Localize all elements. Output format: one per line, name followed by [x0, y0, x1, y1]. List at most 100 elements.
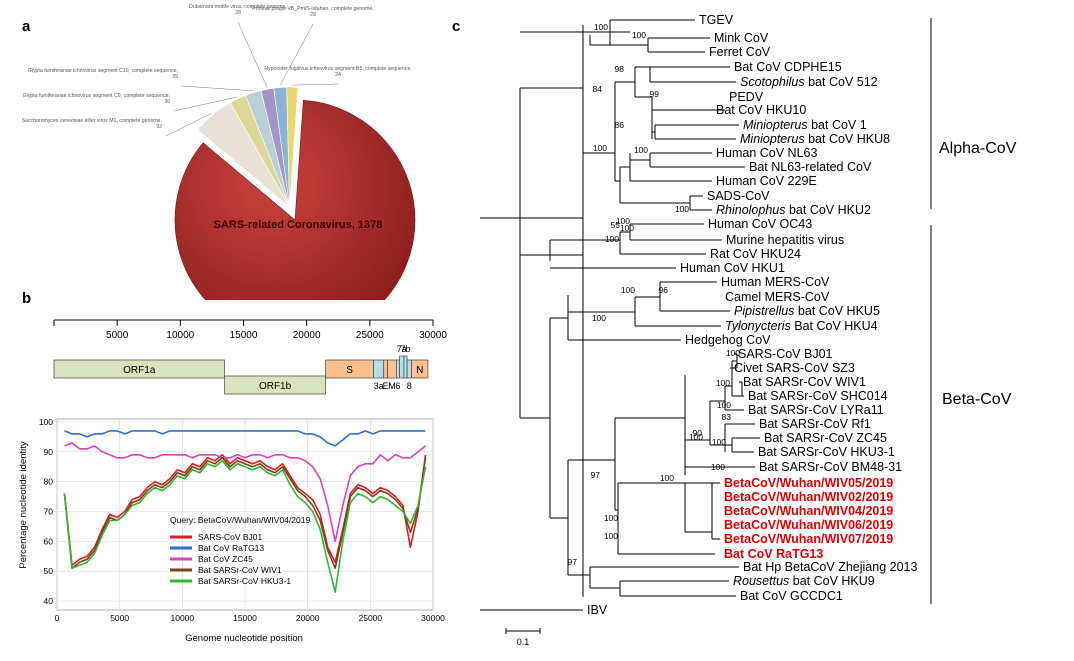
bootstrap-value: 100 — [593, 143, 607, 153]
tree-leaf-label: IBV — [587, 603, 608, 617]
pie-label-line: Proteus phage VB_PmiS-Isfahan, complete … — [252, 6, 374, 12]
tree-leaf-part: BetaCoV/Wuhan/WIV06/2019 — [724, 518, 893, 532]
tree-leaf-part: SARS-CoV BJ01 — [738, 347, 833, 361]
genome-tick-label: 30000 — [419, 330, 447, 341]
clade-label-alpha: Alpha-CoV — [939, 140, 1017, 157]
tree-leaf-label: TGEV — [699, 13, 734, 27]
y-tick-label: 70 — [44, 507, 54, 517]
legend-title: Query: BetaCoV/Wuhan/WIV04/2019 — [170, 515, 310, 525]
tree-leaf-label: BetaCoV/Wuhan/WIV06/2019 — [724, 518, 893, 532]
pie-slice-main — [174, 99, 416, 300]
tree-leaf-label: PEDV — [729, 90, 764, 104]
tree-leaf-part: Bat CoV HKU10 — [716, 103, 806, 117]
bootstrap-value: 97 — [568, 557, 578, 567]
orf-box-3a — [373, 359, 385, 379]
bootstrap-value: 100 — [712, 437, 726, 447]
x-tick-label: 0 — [55, 613, 60, 623]
tree-leaf-part: Hedgehog CoV — [685, 333, 771, 347]
tree-leaf-label: Human CoV 229E — [716, 174, 817, 188]
tree-leaf-part: Bat SARSr-CoV SHC014 — [748, 389, 888, 403]
tree-leaf-label: Murine hepatitis virus — [726, 233, 844, 247]
tree-leaf-label: Bat SARSr-CoV BM48-31 — [759, 460, 902, 474]
bootstrap-value: 55 — [611, 220, 621, 230]
tree-leaf-part: Scotophilus — [740, 75, 805, 89]
tree-leaf-label: Miniopterus bat CoV HKU8 — [740, 132, 890, 146]
legend-label-2: Bat CoV RaTG13 — [198, 543, 264, 553]
orf-label-6: 6 — [395, 381, 400, 391]
bootstrap-value: 96 — [659, 285, 669, 295]
tree-leaf-part: Bat Hp BetaCoV Zhejiang 2013 — [743, 560, 917, 574]
tree-leaf-part: bat CoV HKU9 — [789, 574, 875, 588]
tree-leaf-part: bat CoV 512 — [805, 75, 878, 89]
tree-leaf-label: Bat NL63-related CoV — [749, 160, 872, 174]
orf-label-3a: 3a — [374, 381, 384, 391]
orf-label-7b: 7b — [401, 344, 411, 354]
bootstrap-value: 100 — [632, 30, 646, 40]
orf-label-e: E — [383, 381, 389, 391]
tree-leaf-part: Human CoV 229E — [716, 174, 817, 188]
tree-leaf-label: SARS-CoV BJ01 — [738, 347, 833, 361]
pie-label-5: Proteus phage VB_PmiS-Isfahan, complete … — [252, 6, 374, 18]
pie-leader-5 — [279, 23, 314, 86]
genome-tick-label: 20000 — [293, 330, 321, 341]
bootstrap-value: 100 — [634, 145, 648, 155]
scale-bar: 0.1 — [505, 628, 541, 647]
x-tick-label: 10000 — [171, 613, 195, 623]
tree-leaf-label: Bat SARSr-CoV HKU3-1 — [758, 445, 895, 459]
tree-leaf-part: Bat SARSr-CoV WIV1 — [743, 375, 866, 389]
genome-tick-label: 15000 — [230, 330, 258, 341]
genome-tick-label: 10000 — [166, 330, 194, 341]
pie-label-1: Saccharomyces cerevisiae killer virus M1… — [22, 118, 163, 130]
orf-box-orf1a — [53, 359, 225, 379]
x-tick-label: 25000 — [359, 613, 383, 623]
bootstrap-value: 100 — [594, 22, 608, 32]
series-line-2 — [64, 430, 426, 447]
tree-leaf-part: BetaCoV/Wuhan/WIV07/2019 — [724, 532, 893, 546]
pie-slice-6 — [286, 86, 299, 208]
tree-leaf-part: bat CoV HKU8 — [805, 132, 891, 146]
pie-label-line: Glypta fumiferanae ichnovirus segment C9… — [23, 93, 170, 99]
bootstrap-value: 100 — [716, 378, 730, 388]
tree-leaf-part: SADS-CoV — [707, 189, 770, 203]
bootstrap-value: 100 — [592, 313, 606, 323]
bootstrap-value: 84 — [593, 84, 603, 94]
bootstrap-value: 100 — [660, 473, 674, 483]
tree-leaf-part: Human MERS-CoV — [721, 275, 830, 289]
tree-leaf-part: Bat SARSr-CoV Rf1 — [759, 417, 871, 431]
pie-label-line: 35 — [172, 74, 178, 80]
tree-leaf-part: Camel MERS-CoV — [725, 290, 830, 304]
pie-main-label: SARS-related Coronavirus, 1378 — [214, 219, 383, 231]
genome-tick-label: 5000 — [106, 330, 129, 341]
pie-label-line: 28 — [235, 10, 241, 16]
panel-a: a Saccharomyces cerevisiae killer virus … — [0, 0, 440, 300]
tree-leaf-part: Bat CoV RaTG13 — [724, 547, 823, 561]
bootstrap-value: 100 — [605, 234, 619, 244]
orf-box-7a — [399, 355, 405, 379]
tree-leaf-label: Human CoV HKU1 — [680, 261, 785, 275]
tree-leaf-label: Camel MERS-CoV — [725, 290, 830, 304]
orf-box-n — [411, 359, 429, 379]
legend-label-3: Bat CoV ZC45 — [198, 554, 253, 564]
tree-leaf-label: Human CoV OC43 — [708, 217, 812, 231]
orf-box-orf1b — [224, 375, 326, 395]
tree-leaf-part: Bat SARSr-CoV LYRa11 — [748, 403, 884, 417]
tree-leaf-label: Mink CoV — [714, 31, 769, 45]
orf-box-7b — [403, 355, 408, 379]
orf-box-6 — [396, 359, 400, 379]
orf-box-8 — [406, 359, 412, 379]
orf-label-8: 8 — [407, 381, 412, 391]
tree-leaf-part: Ferret CoV — [709, 45, 771, 59]
tree-leaf-part: Bat CoV CDPHE15 — [734, 60, 842, 74]
bootstrap-value: 100 — [689, 432, 703, 442]
tree-leaf-part: Bat NL63-related CoV — [749, 160, 872, 174]
orf-label-orf1b: ORF1b — [259, 381, 292, 392]
x-axis-label: Genome nucleotide position — [185, 633, 303, 644]
tree-leaf-part: Bat CoV GCCDC1 — [740, 589, 843, 603]
bootstrap-value: 100 — [675, 204, 689, 214]
tree-leaf-part: Bat SARSr-CoV ZC45 — [764, 431, 887, 445]
bootstrap-value: 83 — [722, 412, 732, 422]
bootstrap-value: 100 — [604, 531, 618, 541]
